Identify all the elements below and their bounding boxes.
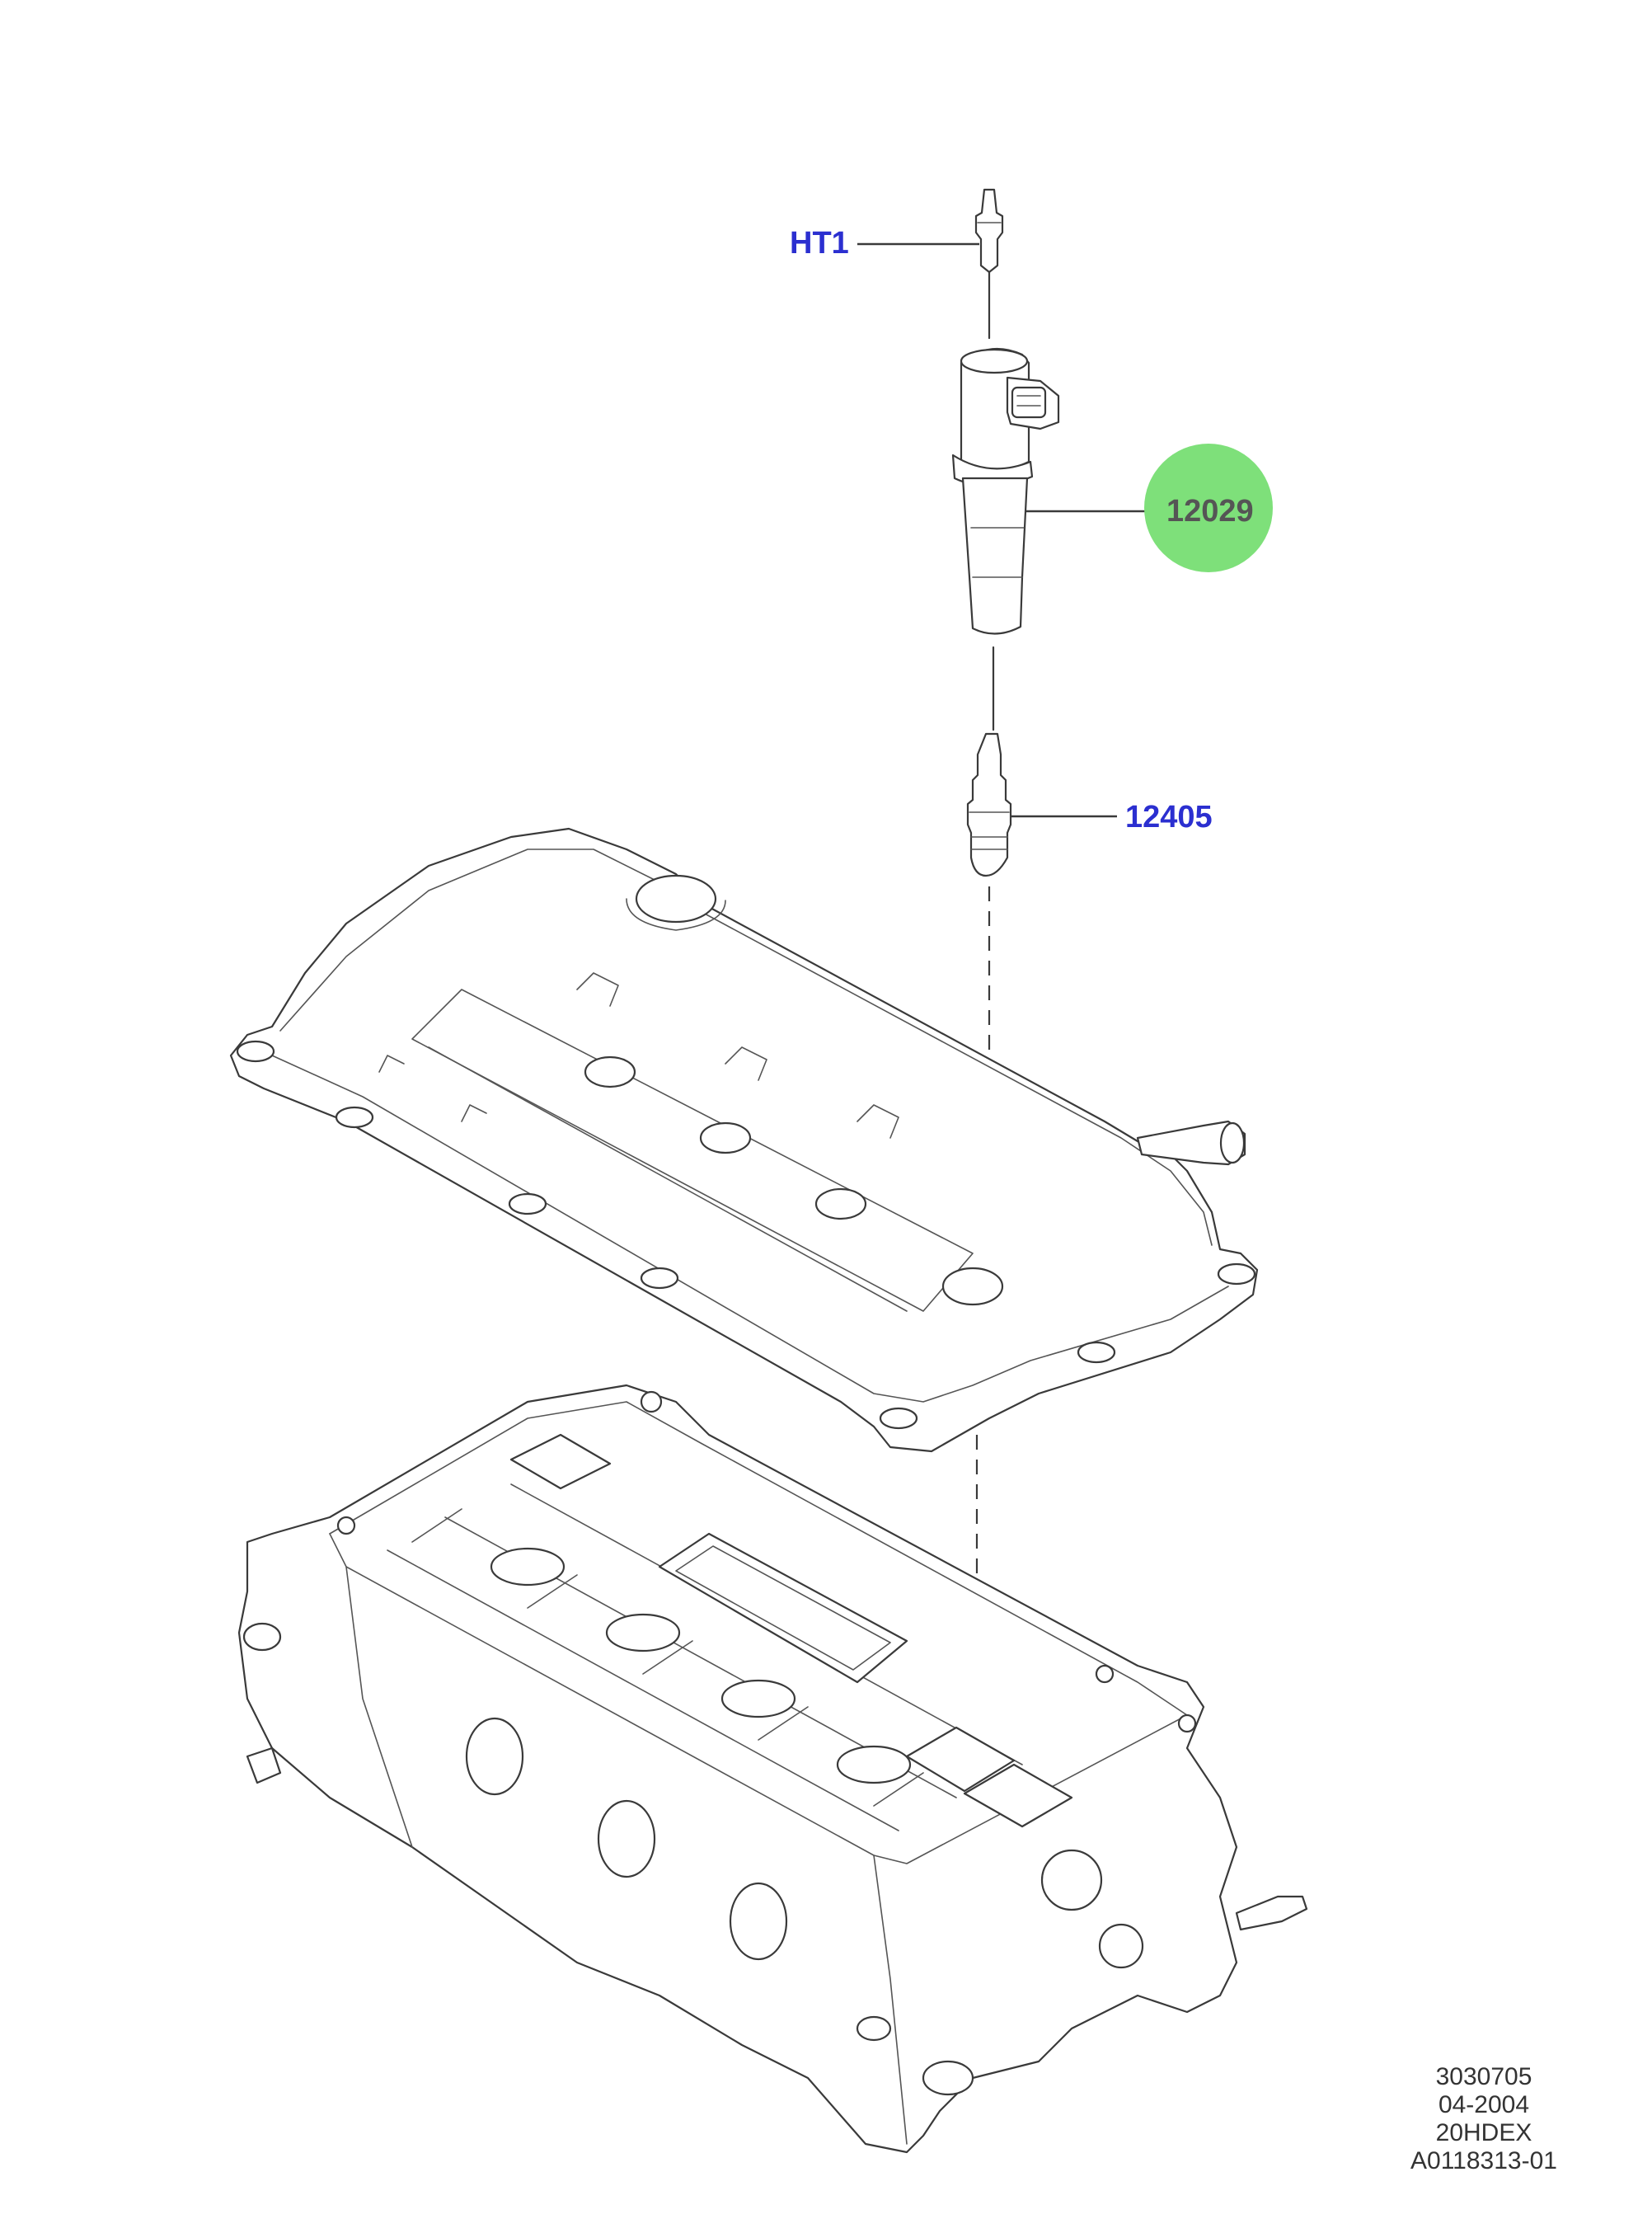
cylinder-head: [237, 1384, 1308, 2154]
reference-line-1: 3030705: [1436, 2063, 1532, 2090]
ht1-connector-pin: [974, 188, 1004, 274]
callout-label-ht1[interactable]: HT1: [790, 226, 849, 261]
camshaft-cover: [229, 827, 1259, 1453]
callout-label-12029[interactable]: 12029: [1166, 494, 1254, 529]
callout-badge-12029: [1144, 444, 1273, 572]
reference-block: 3030705 04-2004 20HDEX A0118313-01: [1410, 2063, 1557, 2174]
reference-line-4: A0118313-01: [1410, 2147, 1557, 2174]
reference-line-2: 04-2004: [1438, 2091, 1529, 2118]
reference-line-3: 20HDEX: [1436, 2119, 1532, 2146]
spark-plug: [966, 732, 1117, 877]
ignition-coil: [951, 347, 1146, 635]
callout-label-12405[interactable]: 12405: [1125, 800, 1213, 834]
